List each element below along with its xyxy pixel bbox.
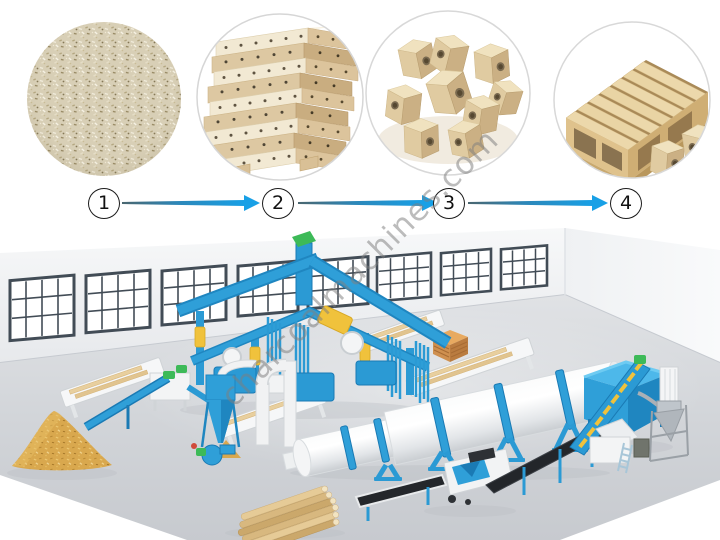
- arrow-step2-step3: [298, 195, 438, 211]
- step-1-badge: 1: [88, 188, 120, 219]
- work-table-left: [59, 357, 165, 419]
- drying-fan: [191, 443, 236, 466]
- sack: [633, 438, 650, 458]
- bag-filter: [637, 366, 689, 462]
- flywheel-right: [340, 331, 364, 355]
- factory-scene: [0, 228, 720, 540]
- step-4-badge: 4: [610, 188, 642, 219]
- window-6: [375, 251, 433, 303]
- step-1-number: 1: [97, 192, 111, 214]
- elevator-head: [292, 231, 316, 247]
- arrow-step3-step4: [468, 195, 608, 211]
- window-1: [8, 273, 76, 343]
- step-3-badge: 3: [433, 188, 465, 219]
- pallet-blocks-photo: [365, 10, 531, 176]
- process-arrows: [122, 195, 608, 211]
- step-2-badge: 2: [262, 188, 294, 219]
- arrow-step1-step2: [122, 195, 260, 211]
- wood-beams-photo: [196, 13, 364, 181]
- sawdust-photo: [27, 22, 181, 176]
- wood-chipper: [443, 447, 513, 505]
- window-2: [84, 268, 152, 335]
- process-photos: [27, 10, 711, 181]
- wooden-pallet-photo: [553, 21, 711, 179]
- elevator-tower: [295, 242, 313, 306]
- dryer-ducting: [255, 358, 297, 448]
- screw-conveyor: [83, 371, 175, 431]
- block-press-line: [59, 231, 535, 450]
- ladder: [617, 442, 633, 474]
- press-base-right: [355, 360, 397, 386]
- window-8: [499, 244, 549, 291]
- hopper-elevator: [569, 355, 651, 456]
- window-7: [439, 247, 493, 297]
- sawdust-pile: [12, 411, 112, 471]
- block-press-machine: [589, 418, 650, 474]
- step-4-number: 4: [619, 192, 633, 214]
- right-wall: [565, 228, 720, 363]
- yellow-drive-block: [317, 305, 353, 335]
- chipper-output-conveyor: [354, 473, 448, 521]
- cyclone-separator: [200, 359, 257, 458]
- step-3-number: 3: [442, 192, 456, 214]
- work-table-right: [405, 337, 535, 408]
- overhead-beams: [175, 252, 452, 372]
- step-2-number: 2: [271, 192, 285, 214]
